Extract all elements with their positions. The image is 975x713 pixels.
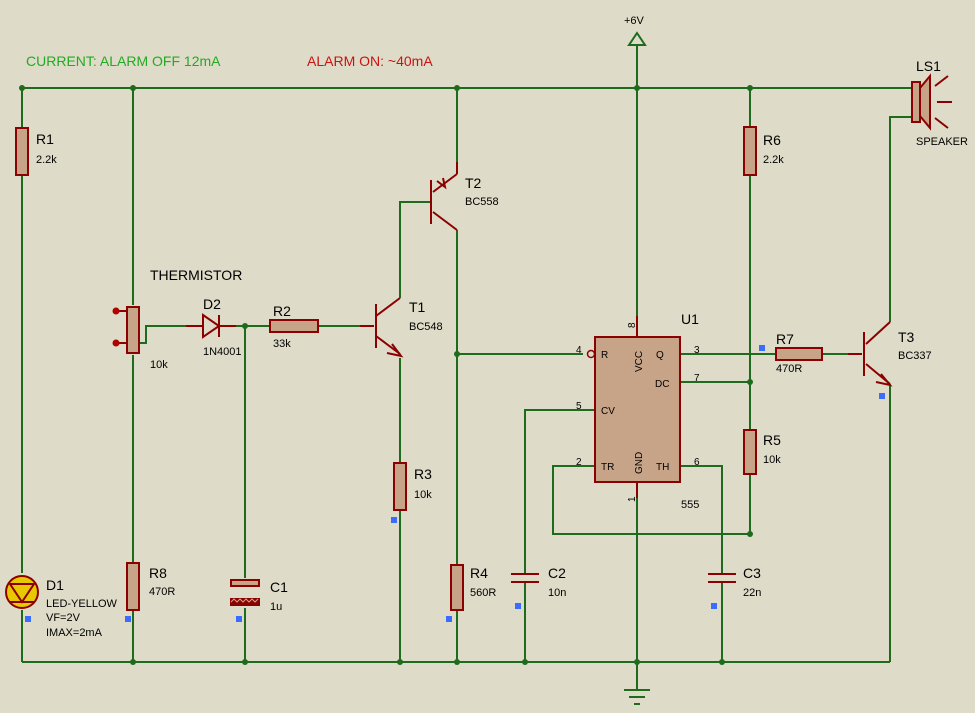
c2-value: 10n — [548, 587, 566, 599]
vcc-label: +6V — [624, 15, 645, 27]
r7-ref: R7 — [776, 331, 794, 347]
u1-pin-num-2: 2 — [576, 457, 582, 468]
ic-u1-555[interactable]: U1 555 R Q DC CV TR TH VCC GND 4 5 2 3 7… — [576, 311, 700, 511]
t1-ref: T1 — [409, 299, 426, 315]
u1-pin-num-3: 3 — [694, 345, 700, 356]
resistor-r7[interactable]: R7 470R — [759, 331, 823, 375]
u1-pin-gnd: GND — [634, 452, 645, 474]
r6-ref: R6 — [763, 132, 781, 148]
r2-ref: R2 — [273, 303, 291, 319]
r5-ref: R5 — [763, 432, 781, 448]
d1-imax: IMAX=2mA — [46, 627, 103, 639]
c2-ref: C2 — [548, 565, 566, 581]
d2-value: 1N4001 — [203, 346, 242, 358]
c3-ref: C3 — [743, 565, 761, 581]
r1-value: 2.2k — [36, 154, 57, 166]
u1-pin-q: Q — [656, 350, 664, 361]
speaker-ls1[interactable]: LS1 SPEAKER — [911, 58, 968, 148]
resistor-r3[interactable]: R3 10k — [391, 462, 432, 523]
u1-pin-num-4: 4 — [576, 345, 582, 356]
r4-ref: R4 — [470, 565, 488, 581]
u1-value: 555 — [681, 499, 699, 511]
r8-ref: R8 — [149, 565, 167, 581]
r3-ref: R3 — [414, 466, 432, 482]
u1-pin-vcc: VCC — [634, 351, 645, 372]
r4-marker — [446, 616, 452, 622]
capacitor-c1[interactable]: C1 1u — [230, 579, 288, 622]
t3-marker — [879, 393, 885, 399]
resistor-r4[interactable]: R4 560R — [446, 564, 496, 622]
c3-value: 22n — [743, 587, 761, 599]
r1-ref: R1 — [36, 131, 54, 147]
r5-value: 10k — [763, 454, 781, 466]
led-d1[interactable]: D1 LED-YELLOW VF=2V IMAX=2mA — [5, 575, 118, 639]
t3-ref: T3 — [898, 329, 915, 345]
r2-value: 33k — [273, 338, 291, 350]
thermistor[interactable]: THERMISTOR 10k — [112, 267, 243, 371]
d1-vf: VF=2V — [46, 612, 81, 624]
r4-value: 560R — [470, 587, 496, 599]
r8-marker — [125, 616, 131, 622]
thermistor-value: 10k — [150, 359, 168, 371]
capacitor-c2[interactable]: C2 10n — [511, 565, 566, 609]
junction-dots — [19, 85, 753, 665]
d1-ref: D1 — [46, 577, 64, 593]
t2-ref: T2 — [465, 175, 482, 191]
u1-pin-num-7: 7 — [694, 373, 700, 384]
u1-ref: U1 — [681, 311, 699, 327]
u1-pin-num-8: 8 — [627, 322, 638, 328]
r6-value: 2.2k — [763, 154, 784, 166]
u1-pin-dc: DC — [655, 379, 669, 390]
vcc-terminal[interactable]: +6V — [624, 15, 647, 46]
wires — [21, 45, 912, 690]
u1-pin-r: R — [601, 350, 608, 361]
diode-d2[interactable]: D2 1N4001 — [186, 296, 242, 358]
transistor-t3[interactable]: T3 BC337 — [848, 321, 932, 399]
c1-value: 1u — [270, 601, 282, 613]
r3-marker — [391, 517, 397, 523]
thermistor-label: THERMISTOR — [150, 267, 242, 283]
ls1-ref: LS1 — [916, 58, 941, 74]
u1-pin-tr: TR — [601, 462, 614, 473]
c3-marker — [711, 603, 717, 609]
u1-pin-cv: CV — [601, 406, 615, 417]
c1-marker — [236, 616, 242, 622]
d1-marker — [25, 616, 31, 622]
t2-value: BC558 — [465, 196, 499, 208]
current-off-note: CURRENT: ALARM OFF 12mA — [26, 53, 221, 69]
current-on-note: ALARM ON: ~40mA — [307, 53, 433, 69]
d2-ref: D2 — [203, 296, 221, 312]
capacitor-c3[interactable]: C3 22n — [708, 565, 761, 609]
t1-value: BC548 — [409, 321, 443, 333]
ls1-value: SPEAKER — [916, 136, 968, 148]
u1-pin-num-1: 1 — [627, 496, 638, 502]
u1-pin-num-6: 6 — [694, 457, 700, 468]
r7-marker — [759, 345, 765, 351]
u1-pin-th: TH — [656, 462, 669, 473]
c1-ref: C1 — [270, 579, 288, 595]
r3-value: 10k — [414, 489, 432, 501]
d1-value: LED-YELLOW — [46, 598, 118, 610]
ground-symbol[interactable] — [624, 689, 650, 705]
t3-value: BC337 — [898, 350, 932, 362]
resistor-r8[interactable]: R8 470R — [125, 562, 175, 622]
r8-value: 470R — [149, 586, 175, 598]
u1-pin-num-5: 5 — [576, 401, 582, 412]
transistor-t1[interactable]: T1 BC548 — [360, 297, 443, 358]
c2-marker — [515, 603, 521, 609]
resistor-r2[interactable]: R2 33k — [269, 303, 319, 350]
resistor-r1[interactable]: R1 2.2k — [15, 127, 57, 176]
resistor-r5[interactable]: R5 10k — [743, 429, 781, 475]
resistor-r6[interactable]: R6 2.2k — [743, 126, 784, 176]
r7-value: 470R — [776, 363, 802, 375]
transistor-t2[interactable]: T2 BC558 — [430, 162, 499, 231]
